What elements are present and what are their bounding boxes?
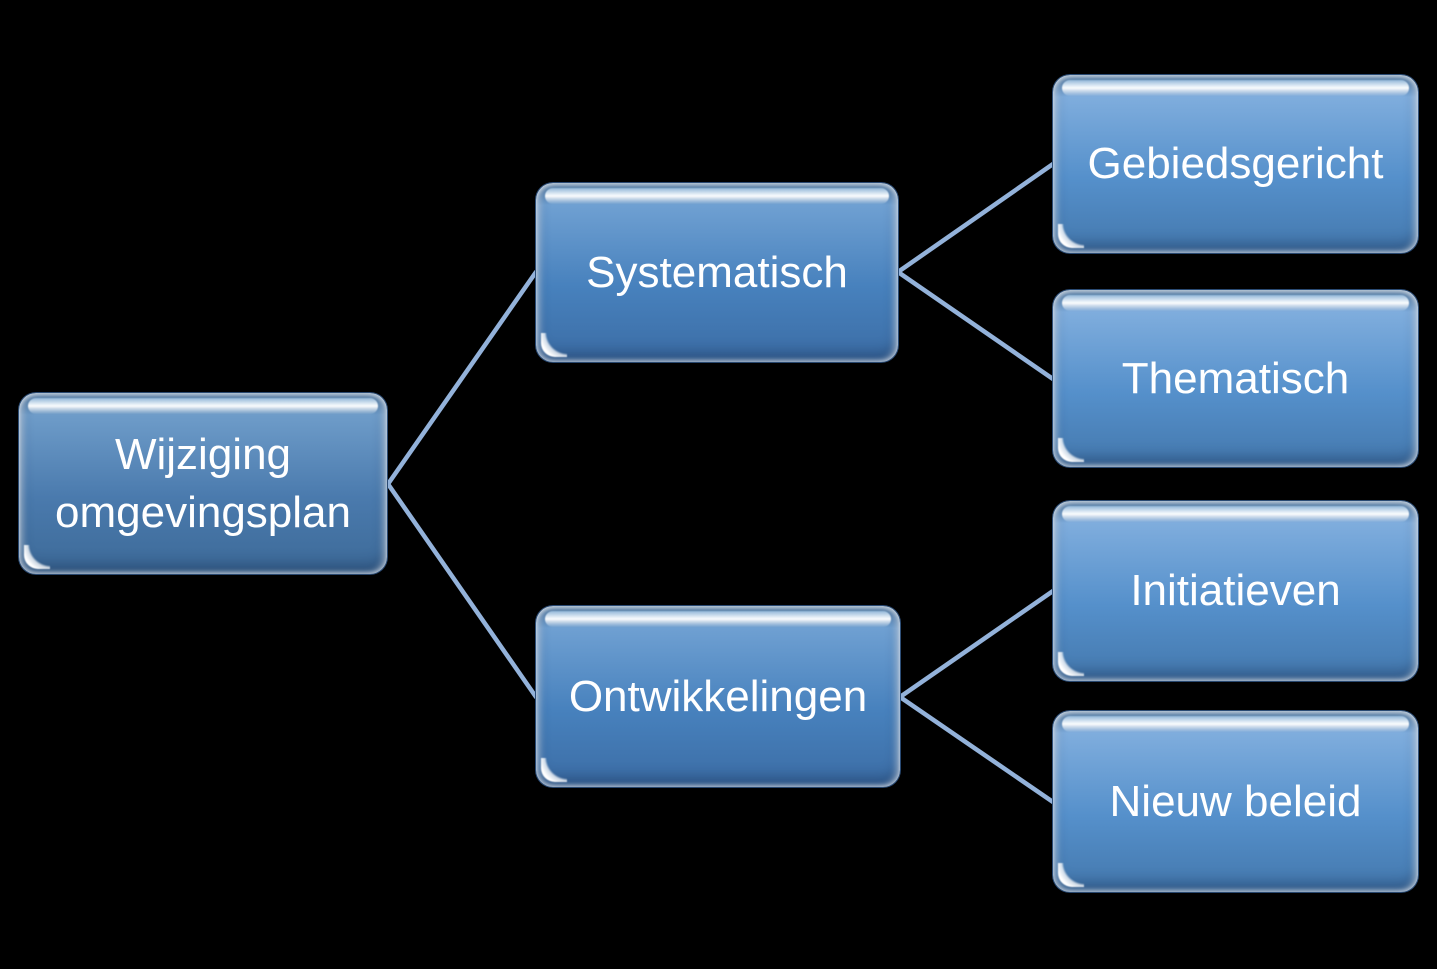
node-initiatieven: Initiatieven	[1052, 500, 1419, 682]
node-label: Nieuw beleid	[1109, 776, 1362, 826]
node-gebiedsgericht: Gebiedsgericht	[1052, 74, 1419, 254]
connector-ontwikkelingen-nieuw-beleid	[897, 694, 1056, 805]
node-systematisch: Systematisch	[535, 182, 899, 363]
node-nieuw-beleid: Nieuw beleid	[1052, 710, 1419, 893]
connector-systematisch-gebiedsgericht	[895, 161, 1056, 275]
connector-wijziging-systematisch	[385, 269, 539, 487]
connector-systematisch-thematisch	[895, 269, 1056, 382]
node-thematisch: Thematisch	[1052, 289, 1419, 468]
node-ontwikkelingen: Ontwikkelingen	[535, 605, 901, 788]
node-label: Systematisch	[586, 247, 848, 297]
node-label: Wijziging omgevingsplan	[55, 430, 351, 537]
node-label: Initiatieven	[1130, 566, 1341, 616]
node-wijziging-omgevingsplan: Wijziging omgevingsplan	[18, 392, 388, 575]
node-label: Ontwikkelingen	[568, 671, 868, 721]
node-label: Thematisch	[1121, 353, 1350, 403]
connector-ontwikkelingen-initiatieven	[897, 588, 1056, 700]
connector-wijziging-ontwikkelingen	[385, 481, 539, 700]
node-label: Gebiedsgericht	[1087, 139, 1384, 189]
